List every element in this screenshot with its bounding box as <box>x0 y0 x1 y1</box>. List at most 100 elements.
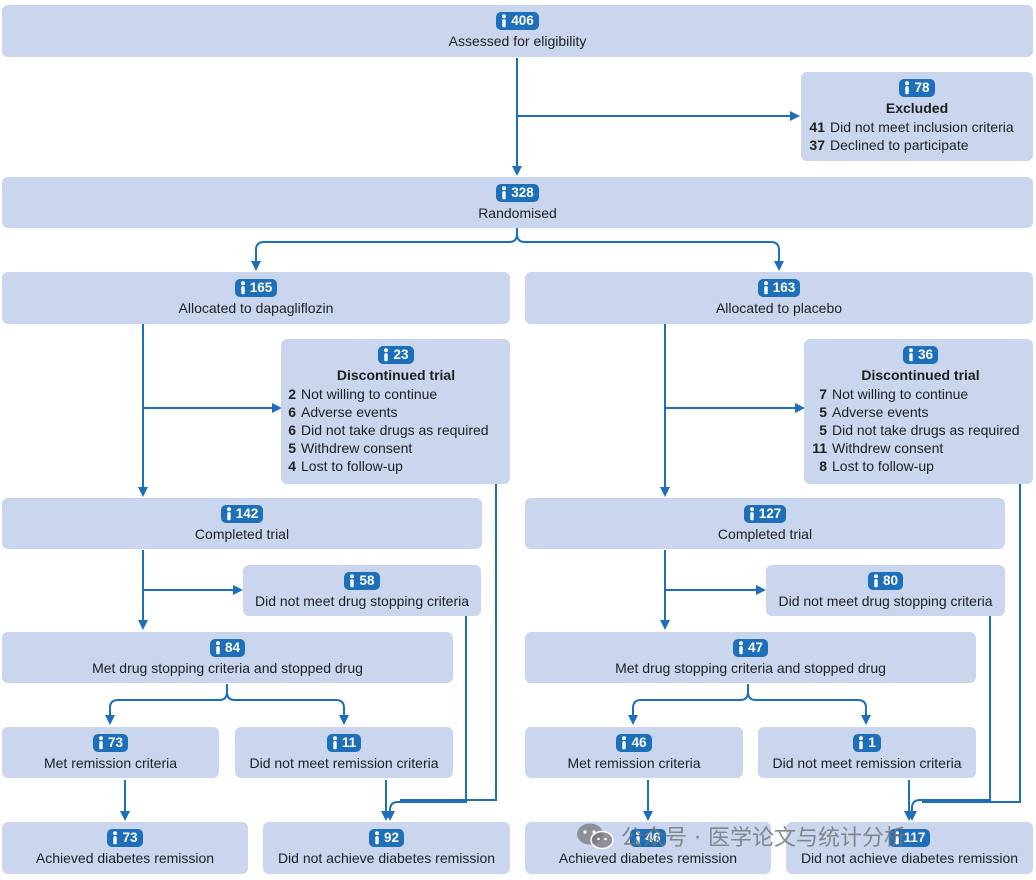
arrow-dapa-met-stop-split-right <box>226 691 349 725</box>
randomised-label: Randomised <box>478 205 557 221</box>
placebo-not-meet-stop-label: Did not meet drug stopping criteria <box>778 593 993 609</box>
randomised-box: 328 Randomised <box>2 177 1033 228</box>
placebo-completed-label: Completed trial <box>717 526 813 542</box>
person-icon <box>622 736 627 750</box>
dapa-met-remission-label: Met remission criteria <box>43 755 178 771</box>
count-badge: 36 <box>902 346 939 364</box>
placebo-discontinued-title: Discontinued trial <box>861 367 980 383</box>
arrow-placebo-met-stop-split-right <box>747 691 871 725</box>
count-badge: 92 <box>368 829 405 847</box>
dapa-met-remission-box: 73 Met remission criteria <box>2 727 219 778</box>
count-badge: 46 <box>616 734 652 752</box>
count-badge: 1 <box>853 734 881 752</box>
dapa-achieved-box: 73 Achieved diabetes remission <box>2 822 248 874</box>
dapa-not-achieve-box: 92 Did not achieve diabetes remission <box>263 822 510 874</box>
excluded-count: 78 <box>914 80 930 95</box>
dapa-met-stop-box: 84 Met drug stopping criteria and stoppe… <box>2 632 453 683</box>
placebo-not-meet-stop-box: 80 Did not meet drug stopping criteria <box>766 565 1005 616</box>
placebo-not-meet-remission-label: Did not meet remission criteria <box>772 755 962 771</box>
placebo-allocated-label: Allocated to placebo <box>715 300 843 316</box>
count-badge: 47 <box>732 639 769 657</box>
person-icon <box>226 507 231 521</box>
arrow-placebo-not-meet-stop-to-not-achieve <box>907 616 991 821</box>
placebo-not-achieve-box: 117 Did not achieve diabetes remission <box>786 822 1033 874</box>
person-icon <box>636 831 641 845</box>
dapa-allocated-label: Allocated to dapagliflozin <box>178 300 334 316</box>
wechat-icon <box>577 823 614 850</box>
arrow-randomised-split-right <box>516 233 784 271</box>
arrow-dapa-met-stop-split-left <box>105 684 228 725</box>
person-icon <box>240 281 245 295</box>
assessed-label: Assessed for eligibility <box>448 33 587 49</box>
dapa-allocated-box: 165 Allocated to dapagliflozin <box>2 272 510 324</box>
randomised-count: 328 <box>511 185 534 200</box>
person-icon <box>873 574 878 588</box>
count-badge: 163 <box>757 279 801 297</box>
placebo-completed-box: 127 Completed trial <box>525 498 1005 549</box>
dapa-discontinued-title: Discontinued trial <box>336 367 456 383</box>
placebo-met-remission-box: 46 Met remission criteria <box>525 727 743 778</box>
person-icon <box>763 281 768 295</box>
person-icon <box>98 736 103 750</box>
person-icon <box>502 186 507 200</box>
count-badge: 23 <box>378 346 414 364</box>
placebo-achieved-label: Achieved diabetes remission <box>558 850 738 866</box>
count-badge: 58 <box>344 572 380 590</box>
arrow-placebo-met-stop-split-left <box>628 684 749 725</box>
count-badge: 117 <box>888 829 931 847</box>
person-icon <box>749 507 754 521</box>
dapa-not-meet-stop-box: 58 Did not meet drug stopping criteria <box>243 565 481 616</box>
placebo-met-stop-label: Met drug stopping criteria and stopped d… <box>615 660 886 676</box>
count-badge: 80 <box>867 572 904 590</box>
count-badge: 406 <box>496 12 539 30</box>
dapa-completed-box: 142 Completed trial <box>2 498 482 549</box>
dapa-completed-label: Completed trial <box>194 526 290 542</box>
person-icon <box>350 574 355 588</box>
watermark-text: 公众号 · 医学论文与统计分析 <box>621 826 906 851</box>
person-icon <box>859 736 864 750</box>
person-icon <box>384 348 389 362</box>
placebo-not-achieve-label: Did not achieve diabetes remission <box>800 850 1019 866</box>
count-badge: 73 <box>107 829 143 847</box>
count-badge: 11 <box>326 734 362 752</box>
person-icon <box>374 831 379 845</box>
placebo-achieved-box: 46 Achieved diabetes remission <box>525 822 771 874</box>
dapa-not-meet-remission-label: Did not meet remission criteria <box>249 755 439 771</box>
dapa-not-achieve-label: Did not achieve diabetes remission <box>277 850 496 866</box>
count-badge: 142 <box>220 505 264 523</box>
person-icon <box>738 641 743 655</box>
arrow-dapa-discontinued-to-not-achieve <box>400 484 497 801</box>
count-badge: 84 <box>209 639 246 657</box>
count-badge: 165 <box>234 279 278 297</box>
excluded-title: Excluded <box>885 100 949 116</box>
arrow-dapa-not-meet-stop-to-not-achieve <box>385 616 467 821</box>
dapa-met-stop-label: Met drug stopping criteria and stopped d… <box>92 660 363 676</box>
placebo-met-remission-label: Met remission criteria <box>567 755 701 771</box>
placebo-met-stop-box: 47 Met drug stopping criteria and stoppe… <box>525 632 976 683</box>
placebo-allocated-box: 163 Allocated to placebo <box>525 272 1033 324</box>
count-badge: 46 <box>630 829 666 847</box>
count-badge: 78 <box>899 79 935 97</box>
count-badge: 328 <box>496 184 539 202</box>
count-badge: 73 <box>92 734 129 752</box>
placebo-not-meet-remission-box: 1 Did not meet remission criteria <box>758 727 976 778</box>
watermark: 公众号 · 医学论文与统计分析 <box>575 820 906 852</box>
